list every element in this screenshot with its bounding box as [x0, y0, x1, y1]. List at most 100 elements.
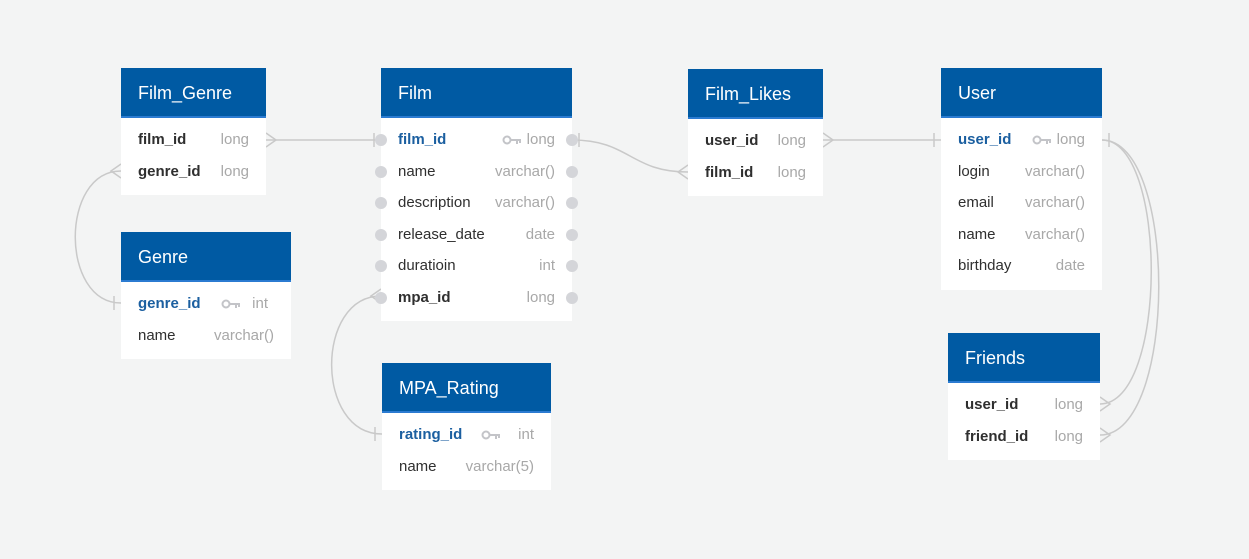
column-row[interactable]: user_id long [688, 125, 823, 157]
column-name: user_id [965, 396, 1019, 413]
relationship-filmgenre-genre [74, 163, 122, 310]
connection-dot[interactable] [566, 197, 578, 209]
column-row[interactable]: genre_id long [121, 156, 266, 188]
table-title: Film_Likes [688, 69, 823, 119]
column-name: description [398, 194, 471, 211]
table-user[interactable]: User user_id long login varchar() email … [941, 68, 1102, 290]
key-icon [502, 135, 521, 145]
column-name: name [138, 326, 176, 344]
relationship-filmlikes-film [571, 133, 689, 180]
column-row[interactable]: description varchar() [375, 187, 578, 219]
column-type: long [777, 132, 806, 149]
column-type: long [526, 131, 555, 148]
column-row[interactable]: mpa_id long [375, 282, 578, 314]
connection-dot[interactable] [566, 134, 578, 146]
relationship-film-mparating [331, 288, 383, 441]
column-row[interactable]: birthday date [941, 250, 1102, 282]
column-name: rating_id [399, 426, 463, 443]
table-title: Film_Genre [121, 68, 266, 118]
column-name: film_id [398, 131, 447, 148]
column-name: user_id [958, 131, 1012, 148]
column-row[interactable]: duratioin int [375, 250, 578, 282]
column-type: varchar() [494, 162, 555, 180]
connection-dot[interactable] [566, 291, 578, 304]
connection-dot[interactable] [375, 228, 387, 241]
connection-dot[interactable] [566, 260, 578, 272]
column-row[interactable]: film_id long [121, 124, 266, 156]
column-type: int [518, 426, 534, 443]
connection-dot[interactable] [375, 197, 387, 209]
table-title: Film [381, 68, 572, 118]
column-type: long [1054, 427, 1083, 445]
column-name: name [398, 162, 436, 180]
relationship-filmgenre-film [265, 132, 381, 148]
connection-dot[interactable] [375, 165, 387, 178]
table-title: Genre [121, 232, 291, 282]
column-name: name [399, 457, 437, 475]
column-type: varchar(5) [465, 457, 534, 475]
column-row[interactable]: film_id long [375, 124, 578, 156]
column-type: long [220, 131, 249, 148]
column-row[interactable]: friend_id long [948, 421, 1100, 453]
column-type: varchar() [1024, 194, 1085, 211]
column-name: duratioin [398, 257, 456, 274]
column-row[interactable]: film_id long [688, 157, 823, 189]
column-type: varchar() [494, 194, 555, 211]
column-type: varchar() [213, 326, 274, 344]
column-type: long [1056, 131, 1085, 148]
column-name: login [958, 162, 990, 180]
column-type: long [777, 163, 806, 181]
column-name: birthday [958, 257, 1012, 274]
table-film[interactable]: Film film_id long name varchar() descrip… [375, 68, 578, 321]
column-name: genre_id [138, 295, 201, 312]
column-name: film_id [705, 163, 754, 181]
table-friends[interactable]: Friends user_id long friend_id long [948, 333, 1100, 460]
table-title: User [941, 68, 1102, 118]
table-mpa-rating[interactable]: MPA_Rating rating_id int name varchar(5) [382, 363, 551, 490]
connection-dot[interactable] [375, 134, 387, 146]
column-row[interactable]: name varchar(5) [382, 451, 551, 483]
column-name: user_id [705, 132, 759, 149]
column-type: long [220, 162, 249, 180]
column-row[interactable]: name varchar() [375, 156, 578, 188]
table-genre[interactable]: Genre genre_id int name varchar() [121, 232, 291, 359]
column-name: email [958, 194, 994, 211]
column-row[interactable]: rating_id int [382, 419, 551, 451]
connection-dot[interactable] [375, 291, 387, 304]
column-name: mpa_id [398, 288, 451, 306]
relationship-friends-user [1099, 133, 1152, 412]
column-name: release_date [398, 225, 485, 243]
column-name: genre_id [138, 162, 201, 180]
column-row[interactable]: name varchar() [941, 219, 1102, 251]
column-row[interactable]: email varchar() [941, 187, 1102, 219]
table-title: Friends [948, 333, 1100, 383]
connection-dot[interactable] [566, 165, 578, 178]
key-icon [1032, 135, 1051, 145]
relationship-filmlikes-user [822, 132, 941, 148]
column-row[interactable]: genre_id int [121, 288, 291, 320]
column-type: varchar() [1024, 225, 1085, 243]
table-film-likes[interactable]: Film_Likes user_id long film_id long [688, 69, 823, 196]
table-title: MPA_Rating [382, 363, 551, 413]
key-icon [481, 430, 500, 440]
table-film-genre[interactable]: Film_Genre film_id long genre_id long [121, 68, 266, 195]
column-name: film_id [138, 131, 187, 148]
relationship-friends-user-2 [1099, 139, 1160, 443]
column-row[interactable]: release_date date [375, 219, 578, 251]
column-name: name [958, 225, 996, 243]
column-type: date [525, 225, 555, 243]
column-type: long [1054, 396, 1083, 413]
column-type: date [1055, 257, 1085, 274]
column-type: varchar() [1024, 162, 1085, 180]
column-row[interactable]: name varchar() [121, 320, 291, 352]
column-type: long [526, 288, 555, 306]
connection-dot[interactable] [375, 260, 387, 272]
connection-dot[interactable] [566, 228, 578, 241]
key-icon [221, 299, 240, 309]
column-type: int [252, 295, 268, 312]
column-name: friend_id [965, 427, 1029, 445]
column-row[interactable]: user_id long [948, 389, 1100, 421]
column-row[interactable]: user_id long [941, 124, 1102, 156]
column-row[interactable]: login varchar() [941, 156, 1102, 188]
